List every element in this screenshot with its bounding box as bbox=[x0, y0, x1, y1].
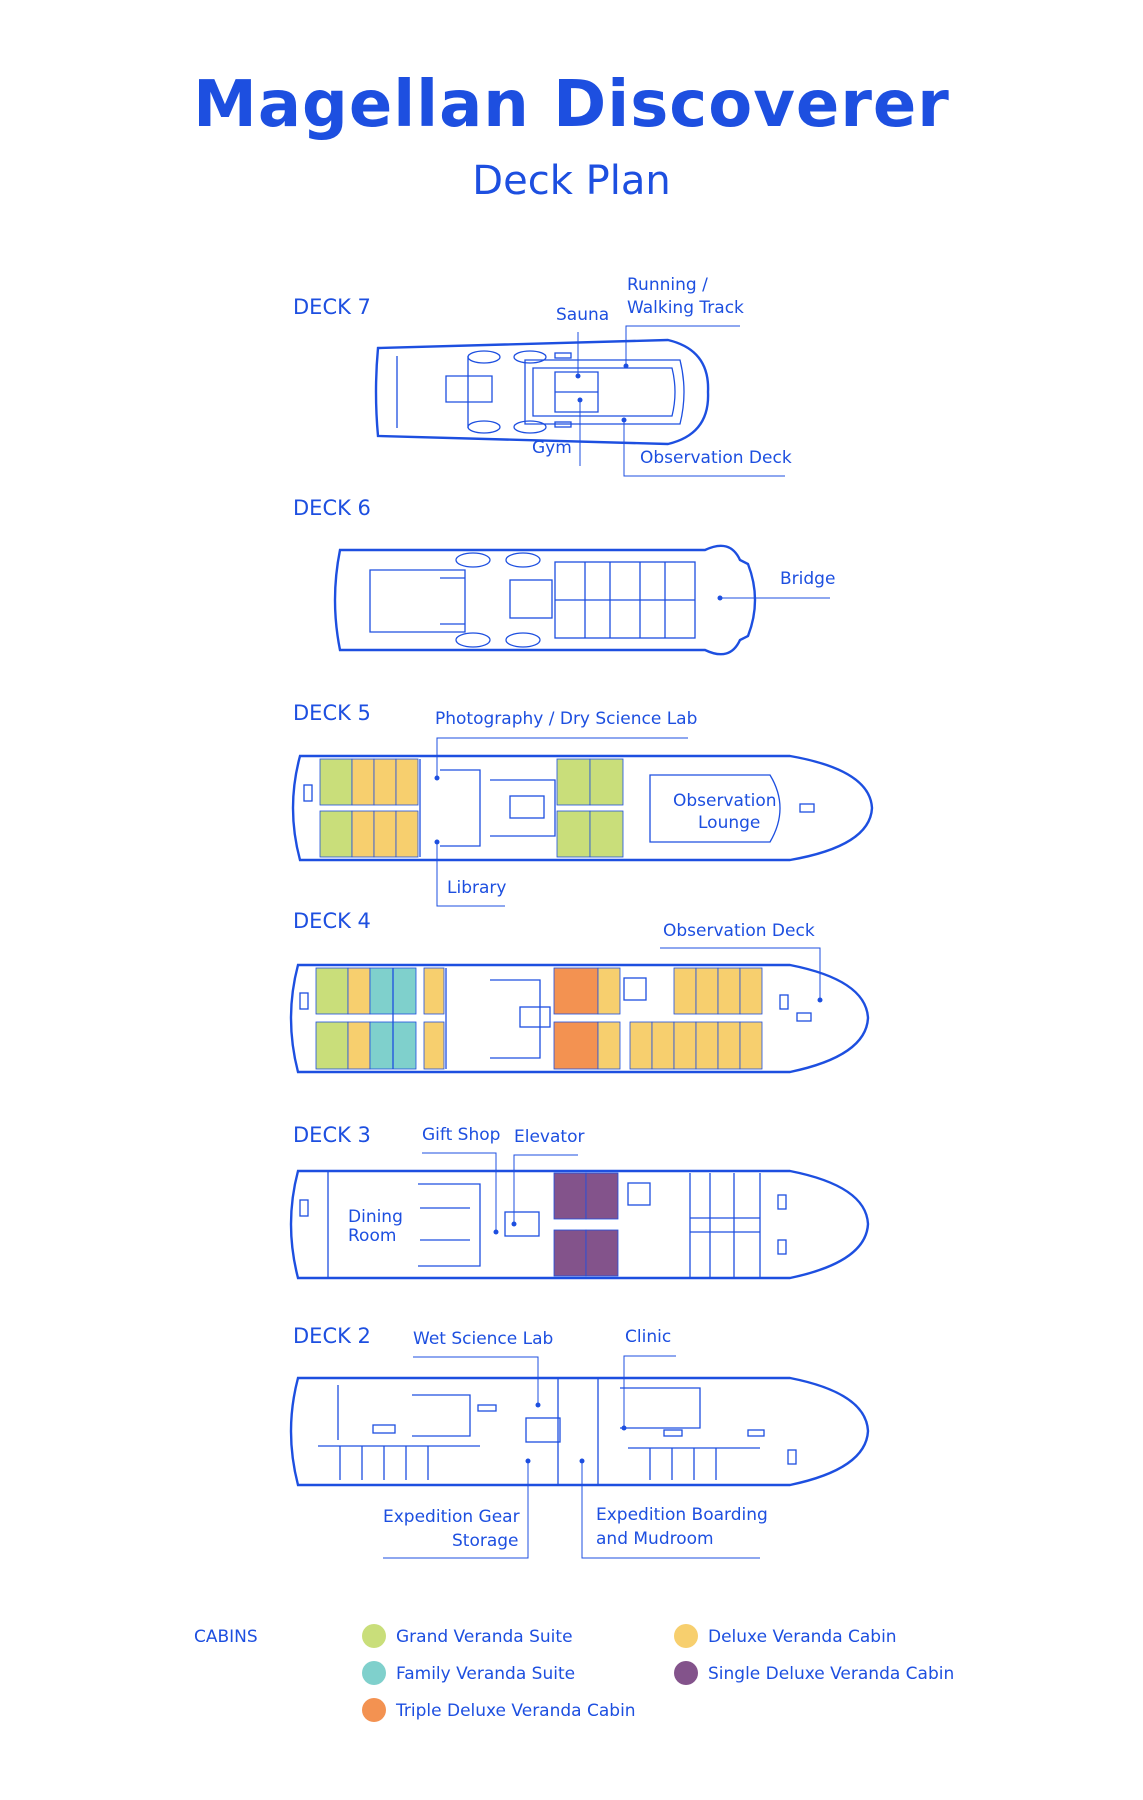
cabin-legend: CABINS Grand Veranda Suite Family Verand… bbox=[194, 1624, 954, 1722]
elevator-label: Elevator bbox=[514, 1127, 584, 1147]
legend-item-single-deluxe-veranda-cabin: Single Deluxe Veranda Cabin bbox=[708, 1664, 954, 1684]
sauna-label: Sauna bbox=[556, 305, 609, 325]
legend-heading: CABINS bbox=[194, 1627, 258, 1647]
legend-swatch-family-veranda-suite bbox=[362, 1661, 386, 1685]
legend-item-family-veranda-suite: Family Veranda Suite bbox=[396, 1664, 575, 1684]
legend-swatch-single-deluxe-veranda-cabin bbox=[674, 1661, 698, 1685]
boarding-label-1: Expedition Boarding bbox=[596, 1505, 768, 1525]
photography-lab-label: Photography / Dry Science Lab bbox=[435, 709, 697, 729]
deck-2: DECK 2 Wet Science Lab Clinic Expedition… bbox=[289, 1324, 870, 1559]
legend-item-grand-veranda-suite: Grand Veranda Suite bbox=[396, 1627, 573, 1647]
legend-swatch-grand-veranda-suite bbox=[362, 1624, 386, 1648]
running-track-label-1: Running / bbox=[627, 275, 708, 295]
legend-item-triple-deluxe-veranda-cabin: Triple Deluxe Veranda Cabin bbox=[395, 1701, 636, 1721]
deck-2-hull bbox=[289, 1376, 870, 1487]
gear-storage-label-2: Storage bbox=[452, 1531, 519, 1551]
legend-swatch-triple-deluxe-veranda-cabin bbox=[362, 1698, 386, 1722]
page-title: Magellan Discoverer bbox=[193, 68, 950, 142]
clinic-label: Clinic bbox=[625, 1327, 671, 1347]
deck-4: DECK 4 Observation Deck bbox=[289, 909, 870, 1074]
deck-4-label: DECK 4 bbox=[293, 909, 371, 933]
page-subtitle: Deck Plan bbox=[472, 158, 671, 204]
legend-swatch-deluxe-veranda-cabin bbox=[674, 1624, 698, 1648]
legend-item-deluxe-veranda-cabin: Deluxe Veranda Cabin bbox=[708, 1627, 897, 1647]
deck-5-label: DECK 5 bbox=[293, 701, 371, 725]
gear-storage-label-1: Expedition Gear bbox=[383, 1507, 520, 1527]
deck-6-hull bbox=[333, 544, 757, 656]
deck-6: DECK 6 Bridge bbox=[293, 496, 835, 656]
deck-3: DECK 3 Gift Shop Elevator Dining Room bbox=[289, 1123, 870, 1280]
deck-7-hull bbox=[374, 338, 710, 446]
deck-7-label: DECK 7 bbox=[293, 295, 371, 319]
observation-lounge-label-1: Observation bbox=[673, 791, 777, 811]
deck-3-hull bbox=[289, 1169, 870, 1280]
observation-lounge-label-2: Lounge bbox=[698, 813, 760, 833]
deck-5-hull bbox=[291, 754, 874, 862]
deck-5: DECK 5 Photography / Dry Science Lab Obs… bbox=[291, 701, 874, 907]
bridge-label: Bridge bbox=[780, 569, 835, 589]
boarding-label-2: and Mudroom bbox=[596, 1529, 714, 1549]
deck-6-label: DECK 6 bbox=[293, 496, 371, 520]
library-label: Library bbox=[447, 878, 506, 898]
observation-deck-4-label: Observation Deck bbox=[663, 921, 815, 941]
deck-3-label: DECK 3 bbox=[293, 1123, 371, 1147]
gift-shop-label: Gift Shop bbox=[422, 1125, 500, 1145]
wet-science-lab-label: Wet Science Lab bbox=[413, 1329, 553, 1349]
gym-label: Gym bbox=[532, 438, 572, 458]
running-track-label-2: Walking Track bbox=[627, 298, 744, 318]
dining-room-label-1: Dining bbox=[348, 1207, 403, 1227]
deck-7: DECK 7 Sauna Running / Walking Track Gym… bbox=[293, 275, 792, 477]
observation-deck-7-label: Observation Deck bbox=[640, 448, 792, 468]
deck-2-label: DECK 2 bbox=[293, 1324, 371, 1348]
dining-room-label-2: Room bbox=[348, 1226, 396, 1246]
